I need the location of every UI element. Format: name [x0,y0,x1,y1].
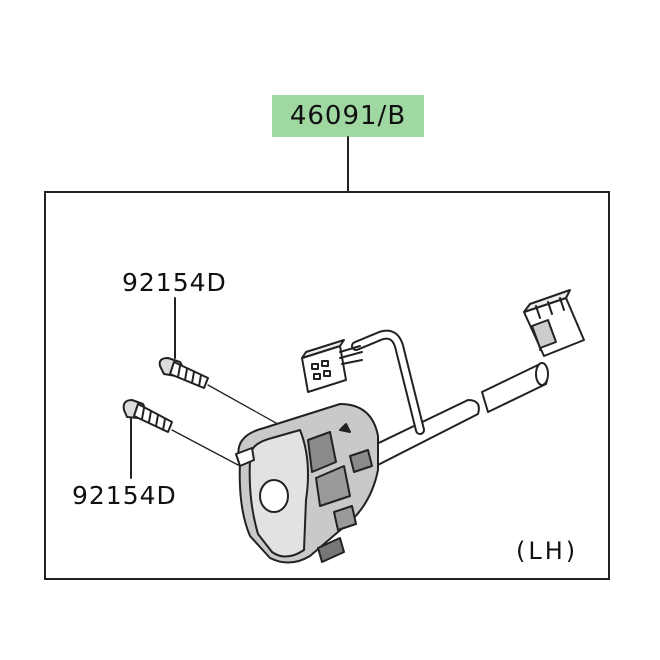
screw-callout-lower[interactable]: 92154D [72,481,177,510]
screw-upper [158,357,209,389]
diagram-frame [44,191,610,580]
connector-small [301,339,363,393]
screw-lower [122,399,173,433]
assembly-part-number-tag[interactable]: 46091/B [272,95,424,137]
switch-housing [235,403,379,564]
screw-callout-upper[interactable]: 92154D [122,268,227,297]
side-label: (LH) [516,537,579,565]
handlebar-tube [359,362,549,469]
connector-large [523,289,585,357]
